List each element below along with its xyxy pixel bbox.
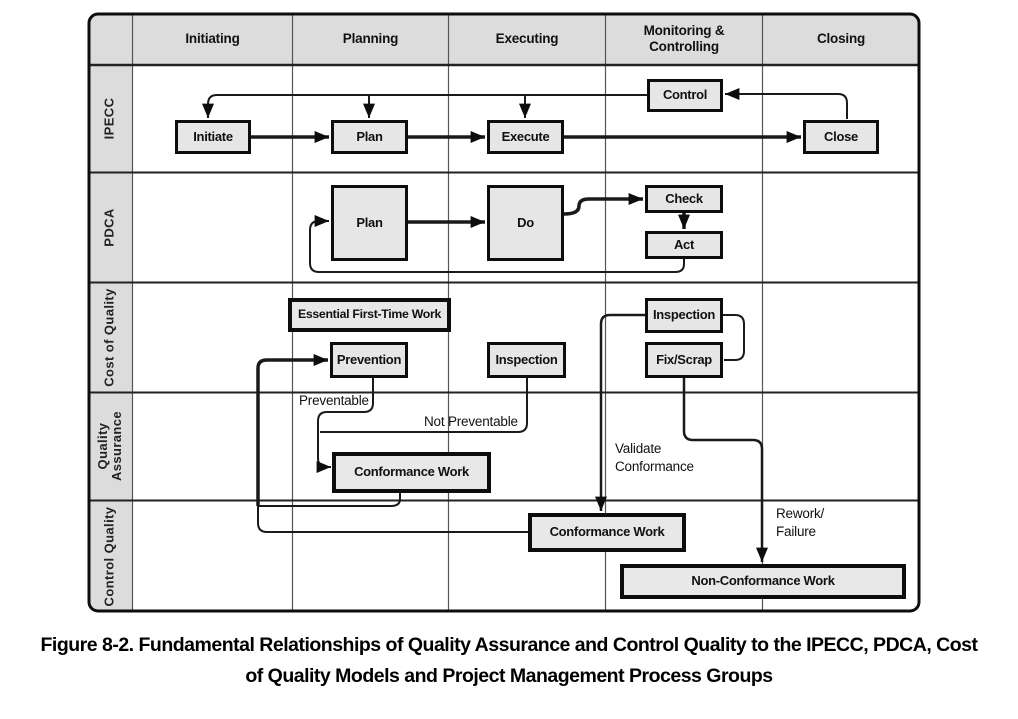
row-header-control-quality: Control Quality [102, 502, 119, 612]
header-row-fill [89, 14, 919, 65]
edge-label-text: Not Preventable [424, 414, 518, 429]
node-check: Check [645, 185, 723, 213]
row-header-label: Control Quality [101, 506, 117, 607]
edge-inspection-not-preventable [320, 378, 528, 433]
row-header-label: PDCA [101, 208, 117, 247]
edge-label-text: Conformance [615, 458, 694, 474]
node-close: Close [803, 120, 879, 154]
edge-label-validate-conformance: Validate Conformance [615, 440, 694, 475]
column-header-label: Initiating [185, 31, 240, 47]
node-control: Control [647, 79, 723, 112]
column-header-monitoring-controlling: Monitoring & Controlling [606, 13, 762, 65]
edge-label-text: Preventable [299, 393, 369, 408]
edge-label-text: Validate [615, 441, 662, 456]
edge-loop-to-conformance-cq [257, 506, 529, 533]
table-fills [89, 14, 919, 611]
node-label: Close [824, 128, 858, 144]
row-header-ipecc: IPECC [102, 69, 119, 169]
row-header-pdca: PDCA [102, 178, 119, 278]
node-label: Check [665, 190, 703, 206]
column-header-closing: Closing [763, 13, 919, 65]
node-label: Do [517, 214, 534, 230]
caption-line-1: Figure 8-2. Fundamental Relationships of… [40, 634, 978, 656]
node-conformance-work-cq: Conformance Work [528, 513, 686, 552]
node-plan-ipecc: Plan [331, 120, 408, 154]
node-inspection-executing: Inspection [487, 342, 566, 378]
node-inspection-monitoring: Inspection [645, 298, 723, 333]
node-label: Execute [501, 128, 550, 144]
node-essential-first-time-work: Essential First-Time Work [288, 298, 451, 332]
edges [202, 88, 848, 562]
node-conformance-work-qa: Conformance Work [332, 452, 491, 493]
table-outer-border [87, 12, 921, 613]
edge-loop-to-prevention [256, 354, 328, 506]
column-header-label: Closing [816, 31, 866, 47]
node-label: Inspection [652, 307, 715, 323]
edge-act-loop-to-plan [309, 215, 685, 273]
node-label: Plan [356, 128, 383, 144]
node-label: Conformance Work [354, 464, 469, 480]
column-header-label: Monitoring & Controlling [643, 23, 725, 54]
node-label: Essential First-Time Work [297, 307, 442, 322]
edge-validate-conformance [595, 313, 645, 511]
column-header-label: Executing [495, 31, 559, 47]
edge-label-text: Rework/ [776, 506, 825, 521]
node-label: Non-Conformance Work [691, 573, 835, 589]
column-header-label: Planning [342, 31, 399, 47]
node-label: Inspection [495, 351, 558, 367]
node-label: Act [673, 236, 695, 252]
edge-label-rework-failure: Rework/ Failure [776, 505, 824, 540]
edge-inspection-to-fixscrap [723, 314, 745, 361]
edge-do-to-check [563, 193, 643, 216]
caption-line-2: of Quality Models and Project Management… [245, 665, 773, 688]
node-label: Initiate [193, 128, 233, 144]
edge-label-not-preventable: Not Preventable [424, 413, 518, 431]
edge-label-text: Failure [776, 523, 816, 539]
edge-control-to-initiate [202, 94, 647, 118]
node-initiate: Initiate [175, 120, 251, 154]
column-header-planning: Planning [293, 13, 448, 65]
edge-rework-failure [682, 378, 768, 562]
node-label: Fix/Scrap [656, 351, 712, 367]
edge-close-to-control [725, 88, 848, 119]
node-fix-scrap: Fix/Scrap [645, 342, 723, 378]
node-label: Plan [356, 214, 383, 230]
node-label: Control [662, 87, 708, 103]
edge-label-preventable: Preventable [299, 392, 369, 410]
node-plan-pdca: Plan [331, 185, 408, 261]
column-header-initiating: Initiating [133, 13, 292, 65]
node-prevention: Prevention [330, 342, 408, 378]
row-header-label: IPECC [101, 97, 117, 140]
edge-conformance-qa-down [258, 493, 401, 507]
node-label: Prevention [336, 351, 402, 367]
row-label-column-fill [89, 65, 132, 611]
node-execute: Execute [487, 120, 564, 154]
row-header-quality-assurance: Quality Assurance [95, 396, 125, 496]
row-header-label: Cost of Quality [101, 288, 117, 387]
row-header-label: Quality Assurance [94, 410, 124, 482]
edge-prevention-preventable [316, 378, 374, 473]
node-non-conformance-work: Non-Conformance Work [620, 564, 906, 599]
node-label: Conformance Work [549, 524, 665, 540]
column-header-executing: Executing [449, 13, 605, 65]
figure-caption: Figure 8-2. Fundamental Relationships of… [0, 630, 1018, 692]
row-header-cost-of-quality: Cost of Quality [102, 283, 119, 393]
node-act: Act [645, 231, 723, 259]
row-grid-lines [89, 63, 919, 502]
node-do: Do [487, 185, 564, 261]
